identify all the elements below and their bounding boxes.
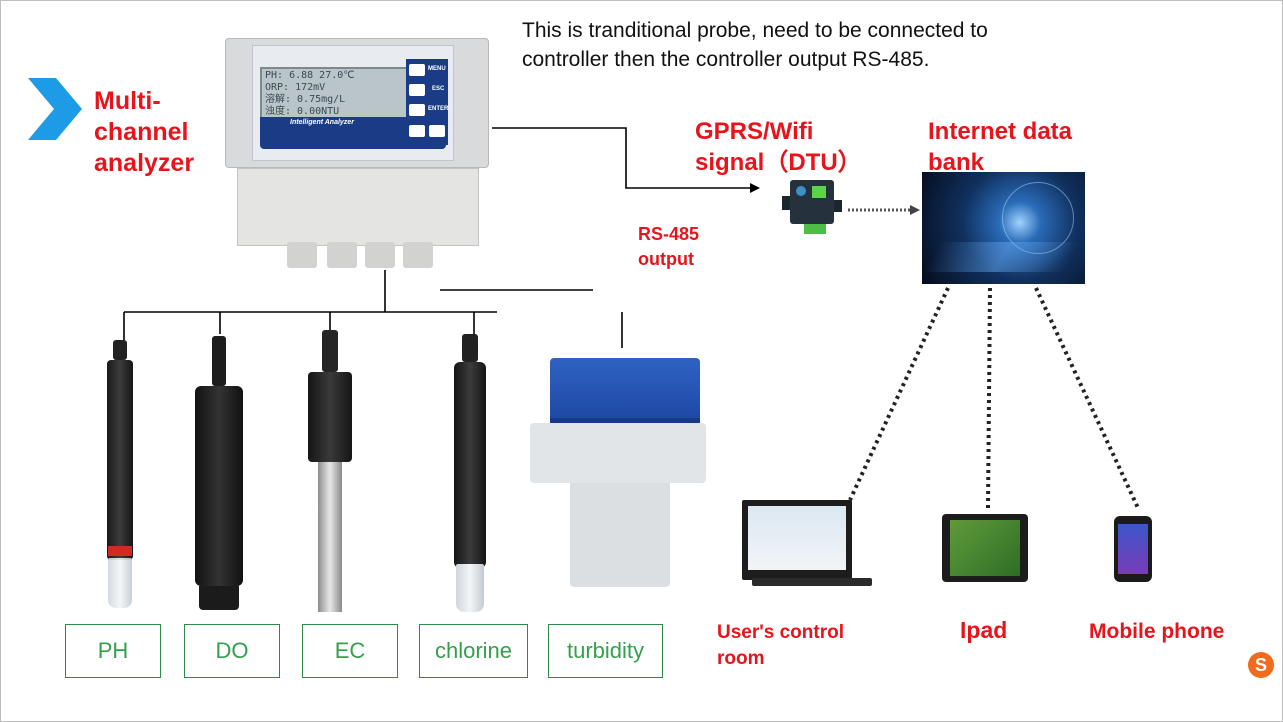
analyzer-brand: Intelligent Analyzer bbox=[290, 119, 354, 126]
data-bank-image bbox=[922, 172, 1085, 284]
bank-label: Internet data bank bbox=[928, 118, 1073, 176]
bank-to-control-room bbox=[848, 287, 950, 501]
up-key[interactable] bbox=[409, 125, 425, 137]
gprs-label: GPRS/Wifi signal（DTU） bbox=[695, 118, 862, 176]
down-key[interactable] bbox=[429, 125, 445, 137]
analyzer-lcd: PH: 6.88 27.0℃ ORP: 172mV 溶解: 0.75mg/L 浊… bbox=[260, 67, 410, 121]
note-line1: This is tranditional probe, need to be c… bbox=[522, 19, 988, 42]
analyzer-front-panel: PH: 6.88 27.0℃ ORP: 172mV 溶解: 0.75mg/L 浊… bbox=[225, 38, 489, 168]
analyzer-label: Multi- channel analyzer bbox=[94, 87, 195, 177]
menu-key[interactable] bbox=[409, 64, 425, 76]
enter-key[interactable] bbox=[409, 104, 425, 116]
chevron-right-icon bbox=[28, 78, 82, 140]
rs485-label: RS-485 output bbox=[638, 224, 700, 269]
probe-label-turbidity: turbidity bbox=[548, 624, 663, 678]
arrowhead-dtu bbox=[750, 183, 760, 193]
analyzer-to-dtu-line bbox=[492, 127, 752, 189]
bank-to-phone bbox=[1034, 287, 1140, 509]
bank-to-ipad bbox=[986, 287, 992, 509]
ipad-device bbox=[942, 514, 1028, 582]
note-text: This is tranditional probe, need to be c… bbox=[522, 16, 1082, 74]
probe-label-ec: EC bbox=[302, 624, 398, 678]
control-room-label: User's control room bbox=[717, 622, 844, 669]
probe-label-chlorine: chlorine bbox=[419, 624, 528, 678]
probe-label-ph: PH bbox=[65, 624, 161, 678]
analyzer-lower-housing bbox=[237, 168, 479, 246]
sogou-icon[interactable]: S bbox=[1248, 652, 1274, 678]
ph-probe-image bbox=[90, 336, 150, 612]
control-room-computer bbox=[742, 500, 874, 590]
ipad-label: Ipad bbox=[960, 617, 1008, 643]
analyzer-device: PH: 6.88 27.0℃ ORP: 172mV 溶解: 0.75mg/L 浊… bbox=[215, 34, 492, 270]
mobile-phone-device bbox=[1114, 516, 1152, 582]
dtu-device bbox=[782, 178, 842, 238]
arrowhead-bank bbox=[910, 205, 920, 215]
chlorine-probe-image bbox=[440, 334, 500, 616]
do-probe-image bbox=[185, 336, 255, 612]
probe-label-do: DO bbox=[184, 624, 280, 678]
note-line2: controller then the controller output RS… bbox=[522, 48, 930, 71]
phone-label: Mobile phone bbox=[1089, 620, 1225, 643]
ec-probe-image bbox=[300, 330, 360, 620]
esc-key[interactable] bbox=[409, 84, 425, 96]
turbidity-sensor-image bbox=[530, 348, 706, 592]
